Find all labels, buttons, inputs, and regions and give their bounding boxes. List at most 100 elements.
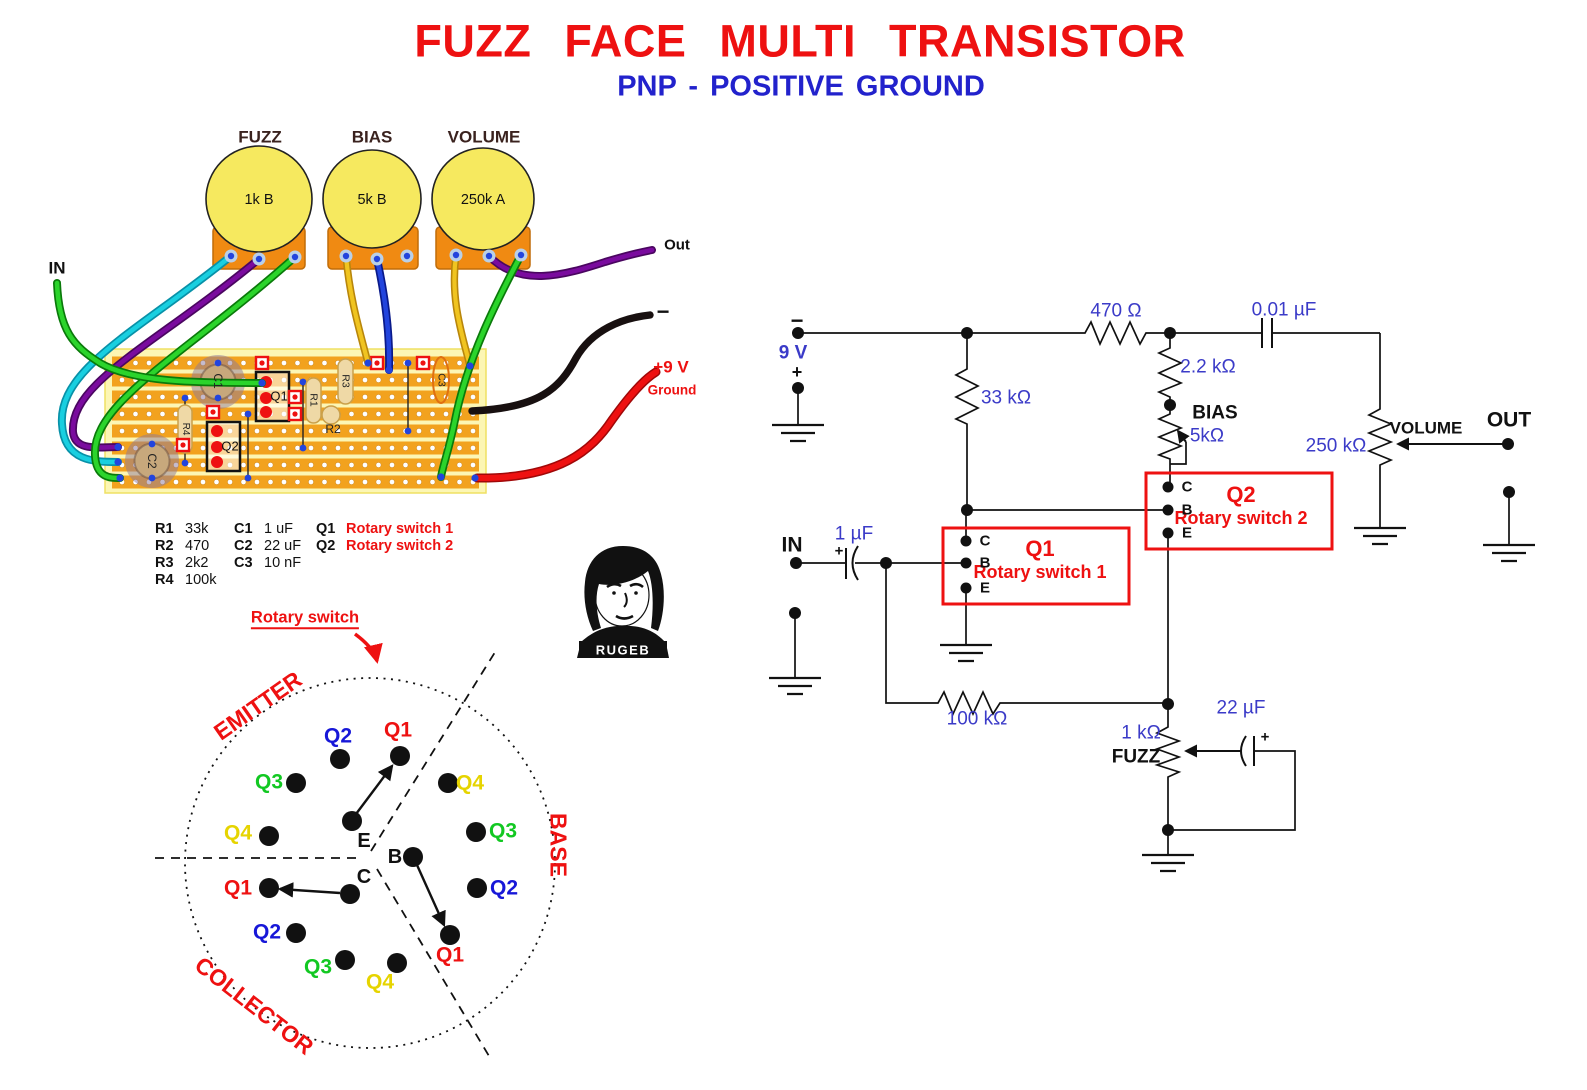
schematic-battery-ground <box>772 388 824 443</box>
pot-fuzz-value: 1k B <box>244 191 274 208</box>
board-rotary-block-Q1 <box>254 370 291 423</box>
rotary-base-q1: Q1 <box>435 943 465 967</box>
schematic-5k-label: 5kΩ <box>1189 425 1225 447</box>
board-ref-R3: R3 <box>339 374 352 388</box>
page-title: FUZZ FACE MULTI TRANSISTOR <box>414 15 1186 67</box>
rotary-pole-e: E <box>357 830 371 852</box>
rotary-callout-arrow <box>353 632 383 664</box>
rotary-pole-b: B <box>387 846 403 868</box>
schematic-resistor-100k <box>885 563 1168 717</box>
pot-lugs <box>224 248 528 266</box>
schematic-q1-pin-b: B <box>979 554 991 572</box>
schematic-2k2-label: 2.2 kΩ <box>1180 356 1236 378</box>
rotary-emitter-q4: Q4 <box>223 821 253 845</box>
schematic-bias-label: BIAS <box>1192 402 1238 424</box>
schematic-q2-pin-b: B <box>1181 501 1193 519</box>
pot-bias-value: 5k B <box>357 191 387 208</box>
board-ref-C1: C1 <box>211 373 225 389</box>
schematic-q1-ref: Q1 <box>1025 536 1055 561</box>
board-ref-C3: C3 <box>435 373 448 387</box>
board-resistor-R2 <box>321 405 341 425</box>
board-link-dots <box>181 359 412 482</box>
schematic-cap-22uF <box>1240 735 1255 767</box>
schematic-resistor-33k <box>954 333 980 510</box>
schematic-fuzz-pot <box>1154 704 1182 855</box>
schematic-in-label: IN <box>781 533 803 557</box>
page-subtitle: PNP - POSITIVE GROUND <box>617 70 985 103</box>
board-ground-label: Ground <box>647 382 697 398</box>
schematic <box>769 318 1535 873</box>
schematic-fuzz-label: FUZZ <box>1111 746 1161 768</box>
schematic-battery-minus: − <box>790 308 804 333</box>
board-resistor-R3 <box>337 358 354 405</box>
rotary-collector-q4: Q4 <box>365 970 395 994</box>
pot-volume-value: 250k A <box>460 191 506 208</box>
pot-fuzz-label: FUZZ <box>238 127 282 147</box>
pot-bias-label: BIAS <box>351 127 393 147</box>
rotary-emitter-q1: Q1 <box>383 718 413 742</box>
rotary-base-q2: Q2 <box>489 876 519 900</box>
board-ref-R4: R4 <box>180 422 191 436</box>
schematic-q1-box <box>941 526 1131 606</box>
rotary-emitter-q3: Q3 <box>254 770 284 794</box>
schematic-q1-name: Rotary switch 1 <box>973 562 1107 582</box>
schematic-001uf-label: 0.01 µF <box>1251 299 1317 321</box>
board-ref-R1: R1 <box>307 393 320 407</box>
board-in-label: IN <box>48 258 66 278</box>
schematic-22uf-label: 22 µF <box>1216 697 1266 719</box>
schematic-out-label: OUT <box>1486 408 1532 432</box>
schematic-1uf-label: 1 µF <box>834 523 874 545</box>
schematic-1k-label: 1 kΩ <box>1121 722 1161 744</box>
board-out-label: Out <box>664 236 690 254</box>
schematic-volume-pot <box>1366 333 1394 528</box>
schematic-q2-name: Rotary switch 2 <box>1174 508 1308 528</box>
rotary-contact-dots <box>259 746 487 973</box>
rotary-collector-q1: Q1 <box>223 876 253 900</box>
author-avatar <box>573 541 673 658</box>
rotary-emitter-q2: Q2 <box>323 724 353 748</box>
pot-volume-label: VOLUME <box>447 127 521 147</box>
schematic-100k-label: 100 kΩ <box>946 708 1008 730</box>
schematic-250k-label: 250 kΩ <box>1305 435 1367 457</box>
board-minus-label: − <box>656 299 670 324</box>
board-ref-R2: R2 <box>325 422 341 436</box>
schematic-q2-pin-c: C <box>1181 478 1193 496</box>
rotary-collector-q2: Q2 <box>252 920 282 944</box>
hookup-wires <box>53 246 661 483</box>
schematic-22uf-plus: + <box>1260 728 1270 746</box>
rotary-switch-diagram <box>155 632 556 1057</box>
board-capacitor-C3 <box>432 356 450 404</box>
schematic-33k-label: 33 kΩ <box>980 387 1032 409</box>
avatar-name: RUGEB <box>595 642 651 658</box>
board-plus9v-label: +9 V <box>653 357 689 377</box>
rotary-title: Rotary switch <box>250 609 360 629</box>
schematic-bias-pot <box>1156 405 1184 487</box>
board-rotary-block-Q2 <box>205 420 242 473</box>
rotary-base-q4: Q4 <box>455 771 485 795</box>
schematic-1uf-plus: + <box>834 542 844 560</box>
schematic-top-rail <box>798 319 1262 347</box>
schematic-q2-box <box>1144 471 1334 551</box>
schematic-9v-label: 9 V <box>778 342 808 364</box>
rotary-base-q3: Q3 <box>488 819 518 843</box>
rotary-pole-arrows <box>277 764 446 928</box>
rotary-collector-q3: Q3 <box>303 955 333 979</box>
schematic-battery-plus: + <box>791 362 803 382</box>
board-ref-Q1: Q1 <box>270 388 288 404</box>
schematic-q1-pin-c: C <box>979 532 991 550</box>
board-capacitor-C2 <box>125 434 179 488</box>
board-ref-Q2: Q2 <box>221 438 239 454</box>
board-resistor-R1 <box>305 377 322 424</box>
rotary-section-base: BASE <box>545 813 572 877</box>
wire-terminals <box>114 248 528 482</box>
